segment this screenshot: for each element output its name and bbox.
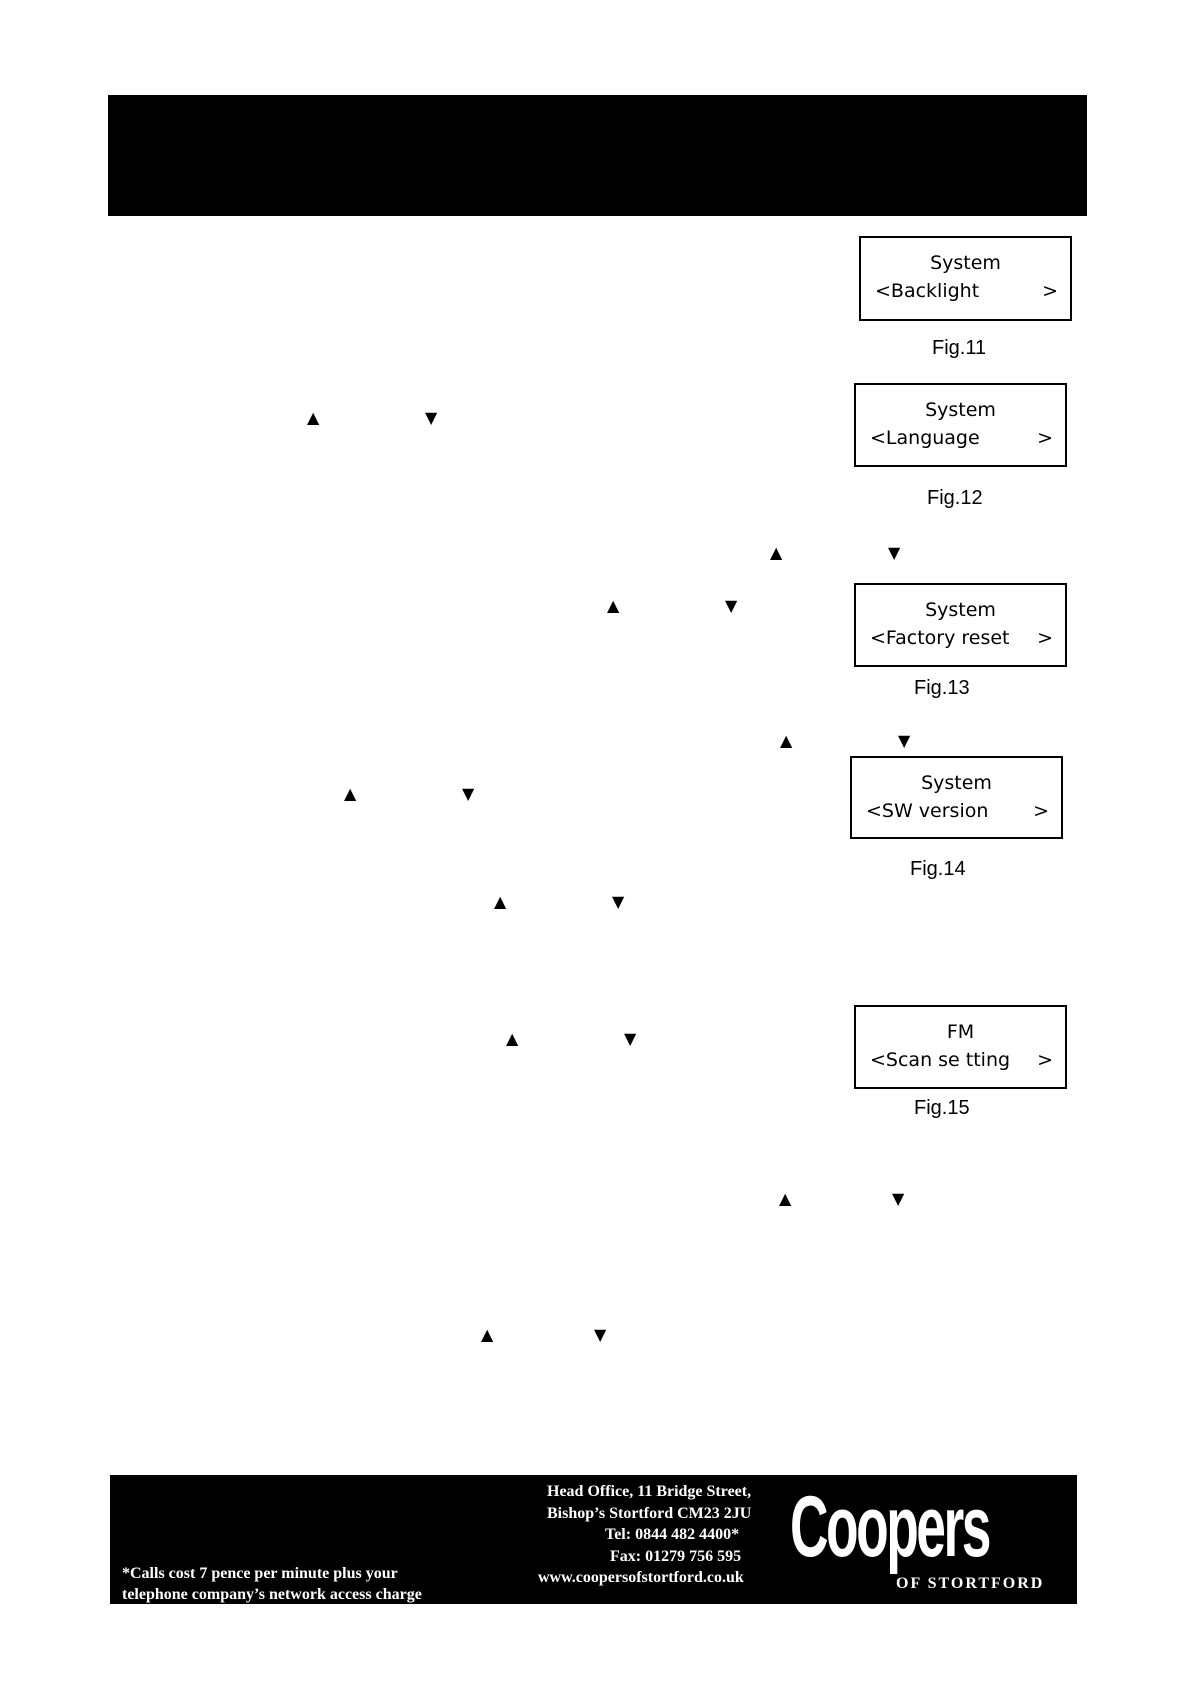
lcd-menu-item: <Scan se tting: [870, 1049, 1011, 1071]
lcd-title: FM: [946, 1021, 975, 1043]
lcd-display-factory-reset: System <Factory reset >: [854, 583, 1067, 667]
up-arrow-icon: ▲: [344, 784, 357, 803]
up-arrow-icon: ▲: [494, 892, 507, 911]
coopers-logo: Coopers: [790, 1479, 991, 1575]
up-arrow-icon: ▲: [770, 543, 783, 562]
figure-caption: Fig.12: [927, 487, 983, 509]
down-arrow-icon: ▼: [898, 731, 911, 750]
footer-call-note: *Calls cost 7 pence per minute plus your…: [122, 1563, 422, 1605]
lcd-next-arrow: >: [1037, 627, 1053, 649]
lcd-next-arrow: >: [1042, 280, 1058, 302]
figure-caption: Fig.14: [910, 858, 966, 880]
lcd-next-arrow: >: [1037, 1049, 1053, 1071]
up-arrow-icon: ▲: [307, 408, 320, 427]
lcd-title: System: [925, 599, 996, 621]
lcd-menu-item: <SW version: [866, 800, 989, 822]
figure-caption: Fig.15: [914, 1097, 970, 1119]
lcd-next-arrow: >: [1033, 800, 1049, 822]
up-arrow-icon: ▲: [506, 1029, 519, 1048]
address-line: Bishop’s Stortford CM23 2JU: [547, 1504, 752, 1522]
down-arrow-icon: ▼: [725, 596, 738, 615]
logo-subtitle: OF STORTFORD: [896, 1575, 1045, 1592]
lcd-title: System: [921, 772, 992, 794]
website-link[interactable]: www.coopersofstortford.co.uk: [538, 1569, 744, 1586]
lcd-display-backlight: System <Backlight >: [859, 236, 1072, 321]
lcd-display-scan-setting: FM <Scan se tting >: [854, 1005, 1067, 1089]
footer-address: Head Office, 11 Bridge Street, Bishop’s …: [420, 1481, 870, 1589]
lcd-next-arrow: >: [1037, 427, 1053, 449]
down-arrow-icon: ▼: [888, 543, 901, 562]
down-arrow-icon: ▼: [594, 1325, 607, 1344]
fax: Fax: 01279 756 595: [610, 1547, 742, 1565]
footer-note-line: telephone company’s network access charg…: [122, 1586, 422, 1603]
header-bar: [108, 95, 1087, 216]
figure-caption: Fig.11: [932, 337, 987, 359]
down-arrow-icon: ▼: [624, 1029, 637, 1048]
lcd-menu-item: <Factory reset: [870, 627, 1010, 649]
down-arrow-icon: ▼: [462, 784, 475, 803]
lcd-title: System: [930, 252, 1001, 274]
lcd-display-sw-version: System <SW version >: [850, 756, 1063, 839]
footer-note-line: *Calls cost 7 pence per minute plus your: [122, 1565, 398, 1582]
lcd-display-language: System <Language >: [854, 383, 1067, 467]
up-arrow-icon: ▲: [780, 731, 793, 750]
figure-caption: Fig.13: [914, 677, 970, 699]
up-arrow-icon: ▲: [481, 1325, 494, 1344]
down-arrow-icon: ▼: [425, 408, 438, 427]
lcd-menu-item: <Backlight: [875, 280, 980, 302]
up-arrow-icon: ▲: [779, 1189, 792, 1208]
lcd-menu-item: <Language: [870, 427, 980, 449]
address-line: Head Office, 11 Bridge Street,: [547, 1483, 752, 1500]
down-arrow-icon: ▼: [612, 892, 625, 911]
down-arrow-icon: ▼: [892, 1189, 905, 1208]
up-arrow-icon: ▲: [607, 596, 620, 615]
footer-bar: *Calls cost 7 pence per minute plus your…: [110, 1475, 1077, 1604]
lcd-title: System: [925, 399, 996, 421]
telephone: Tel: 0844 482 4400*: [605, 1526, 740, 1543]
